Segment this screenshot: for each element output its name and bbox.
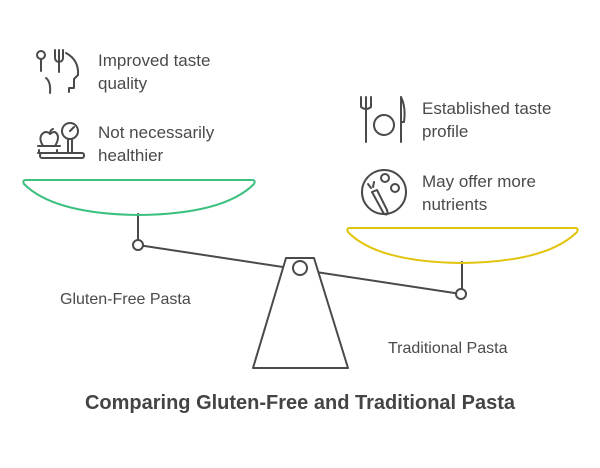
vegetables-icon <box>361 169 407 216</box>
right-item-1-text: Established taste profile <box>422 99 552 141</box>
left-label: Gluten-Free Pasta <box>60 291 191 308</box>
taste-head-icon <box>36 49 80 94</box>
right-pan <box>346 227 579 265</box>
scale-apple-icon <box>37 122 85 159</box>
left-pan <box>22 179 256 217</box>
diagram-title: Comparing Gluten-Free and Traditional Pa… <box>84 392 516 414</box>
right-joint <box>455 288 467 300</box>
pivot <box>292 260 308 276</box>
stand <box>252 257 349 369</box>
left-item-1-text: Improved taste quality <box>98 51 211 93</box>
right-label: Traditional Pasta <box>388 340 508 357</box>
left-item-2-text: Not necessarily healthier <box>98 123 215 165</box>
left-joint <box>132 239 144 251</box>
right-item-2-text: May offer more nutrients <box>422 172 537 214</box>
plate-cutlery-icon <box>360 96 406 143</box>
